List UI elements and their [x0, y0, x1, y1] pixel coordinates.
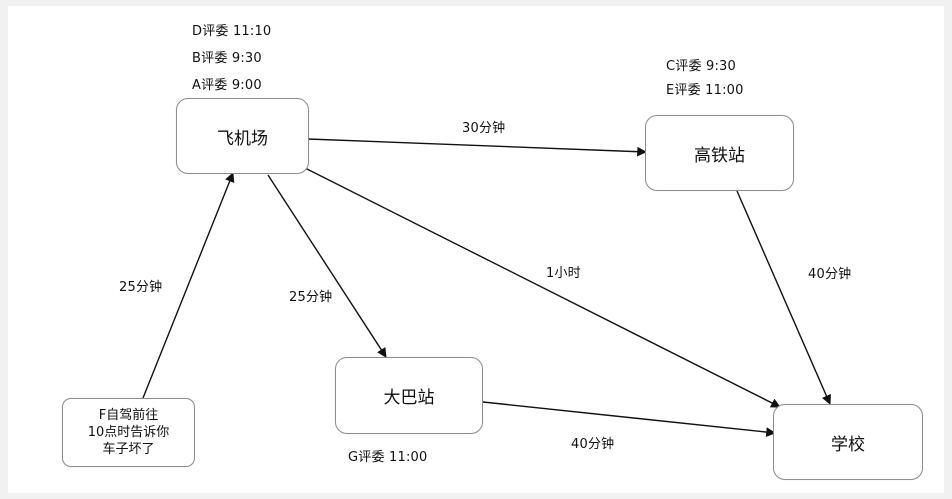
node-airport: 飞机场 [176, 98, 309, 174]
node-school: 学校 [773, 404, 923, 480]
node-car: F自驾前往 10点时告诉你 车子坏了 [62, 398, 195, 467]
node-car-line-3: 车子坏了 [102, 442, 155, 457]
judge-e-label: E评委 11:00 [666, 83, 744, 98]
node-bus-station: 大巴站 [335, 357, 483, 434]
edge-label-bus-school: 40分钟 [571, 437, 615, 452]
edge-label-airport-train: 30分钟 [462, 121, 506, 136]
node-airport-label: 飞机场 [217, 128, 268, 149]
node-train-station: 高铁站 [645, 115, 794, 191]
edge-label-airport-school: 1小时 [546, 266, 581, 281]
node-school-label: 学校 [831, 434, 865, 455]
edge-label-train-school: 40分钟 [808, 267, 852, 282]
judge-a-label: A评委 9:00 [192, 78, 262, 93]
judge-g-label: G评委 11:00 [348, 450, 428, 465]
node-car-line-2: 10点时告诉你 [87, 425, 170, 440]
edge-label-airport-bus: 25分钟 [289, 290, 333, 305]
node-car-text: F自驾前往 10点时告诉你 车子坏了 [88, 407, 170, 458]
judge-d-label: D评委 11:10 [192, 24, 272, 39]
node-car-line-1: F自驾前往 [98, 408, 159, 423]
edge-label-car-airport: 25分钟 [119, 280, 163, 295]
node-bus-station-label: 大巴站 [383, 388, 435, 408]
judge-c-label: C评委 9:30 [666, 59, 737, 74]
node-train-station-label: 高铁站 [694, 145, 745, 166]
judge-b-label: B评委 9:30 [192, 51, 262, 66]
